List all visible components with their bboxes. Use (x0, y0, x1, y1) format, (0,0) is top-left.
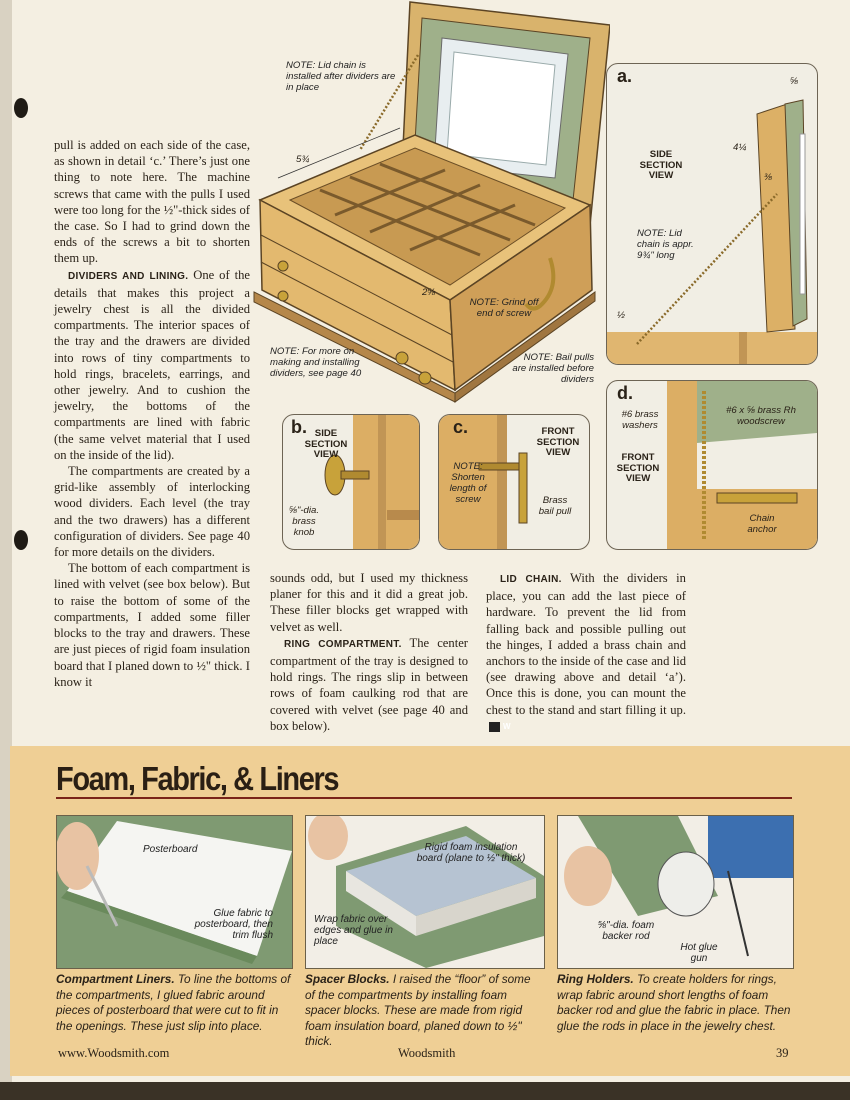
detail-a-dim-top: ⅝ (790, 76, 799, 87)
body-column-2: sounds odd, but I used my thickness plan… (270, 570, 468, 734)
body-column-1: pull is added on each side of the case, … (54, 137, 250, 690)
detail-d-title: FRONT SECTION VIEW (616, 452, 660, 484)
binder-hole-middle (14, 530, 28, 550)
detail-d-label-screw: #6 x ⅝ brass Rh woodscrew (726, 405, 796, 427)
note-making-dividers: NOTE: For more on making and installing … (270, 346, 362, 379)
caption-spacer-blocks: Spacer Blocks. I raised the “floor” of s… (305, 972, 541, 1050)
detail-b-title: SIDE SECTION VIEW (304, 428, 348, 460)
caption3-text: To create holders for rings, wrap fabric… (557, 972, 791, 1033)
detail-a-dim-small: ⅜ (764, 172, 773, 183)
detail-d-letter: d. (617, 383, 633, 403)
photo1-label-glue: Glue fabric to posterboard, then trim fl… (194, 908, 273, 941)
photo-spacer-blocks: Rigid foam insulation board (plane to ½"… (305, 815, 545, 969)
detail-a-dim-side: 4¼ (733, 142, 747, 153)
detail-c-note: NOTE: Shorten length of screw (449, 461, 487, 505)
photo-compartment-liners-image (57, 816, 292, 968)
jewelry-chest-illustration (253, 1, 610, 403)
detail-b-drawing (324, 415, 419, 549)
page-edge (0, 0, 12, 1100)
detail-d-label-anchor: Chain anchor (747, 513, 777, 535)
photo-ring-holders-image (558, 816, 793, 968)
text-ring-compartment: The center compartment of the tray is de… (270, 635, 468, 733)
detail-b-panel: b. SIDE SECTION VIEW ⅝"-dia. brass knob (282, 414, 420, 550)
photo-spacer-blocks-image (306, 816, 544, 968)
detail-a-dim-bottom: ½ (617, 310, 626, 321)
detail-d-drawing (667, 381, 817, 549)
photo-compartment-liners: Posterboard Glue fabric to posterboard, … (56, 815, 293, 969)
end-mark-icon: W (489, 721, 511, 732)
note-grind-screw: NOTE: Grind off end of screw (469, 297, 539, 319)
caption1-text: To line the bottoms of the compartments,… (56, 972, 291, 1033)
paragraph-velvet: The bottom of each compartment is lined … (54, 561, 250, 689)
detail-c-title: FRONT SECTION VIEW (536, 426, 580, 458)
detail-a-title: SIDE SECTION VIEW (639, 149, 683, 181)
detail-d-label-washers: #6 brass washers (621, 409, 659, 431)
footer-magazine: Woodsmith (398, 1046, 456, 1060)
dim-main-b: 2⅝ (422, 287, 436, 298)
detail-b-label: ⅝"-dia. brass knob (288, 505, 320, 538)
detail-c-letter: c. (453, 417, 469, 437)
paragraph-lid-chain: LID CHAIN. With the dividers in place, y… (486, 570, 686, 734)
photo1-label-posterboard: Posterboard (143, 844, 198, 855)
binder-hole-top (14, 98, 28, 118)
heading-lid-chain: LID CHAIN. (500, 574, 562, 585)
heading-dividers-lining: DIVIDERS AND LINING. (68, 270, 189, 282)
page-number: 39 (776, 1046, 789, 1060)
note-bail-pulls: NOTE: Bail pulls are installed before di… (512, 352, 594, 385)
sidebar-rule (56, 797, 792, 799)
body-column-3: LID CHAIN. With the dividers in place, y… (486, 570, 686, 734)
detail-c-panel: c. FRONT SECTION VIEW NOTE: Shorten leng… (438, 414, 590, 550)
dim-main-a: 5¾ (296, 154, 310, 165)
photo2-label-foam-board: Rigid foam insulation board (plane to ½"… (416, 842, 526, 864)
photo2-label-wrap: Wrap fabric over edges and glue in place (314, 914, 393, 947)
detail-a-panel: a. SIDE SECTION VIEW ⅝ 4¼ ⅜ ½ NOTE: Lid … (606, 63, 818, 365)
caption1-heading: Compartment Liners. (56, 972, 175, 986)
caption-ring-holders: Ring Holders. To create holders for ring… (557, 972, 793, 1034)
caption-compartment-liners: Compartment Liners. To line the bottoms … (56, 972, 292, 1034)
photo-ring-holders: ⅝"-dia. foam backer rod Hot glue gun (557, 815, 794, 969)
paragraph-grid: The compartments are created by a grid-l… (54, 464, 250, 560)
detail-c-drawing (439, 415, 528, 549)
caption2-heading: Spacer Blocks. (305, 972, 390, 986)
footer-url[interactable]: www.Woodsmith.com (58, 1046, 170, 1060)
photo3-label-glue-gun: Hot glue gun (680, 942, 718, 964)
detail-a-drawing (607, 99, 817, 364)
detail-d-panel: d. FRONT SECTION VIEW #6 brass washers #… (606, 380, 818, 550)
caption3-heading: Ring Holders. (557, 972, 634, 986)
caption2-text: I raised the “floor” of some of the comp… (305, 972, 531, 1048)
note-lid-chain: NOTE: Lid chain is installed after divid… (286, 60, 396, 93)
detail-a-note: NOTE: Lid chain is appr. 9¾" long (637, 228, 694, 261)
paragraph-planer: sounds odd, but I used my thickness plan… (270, 571, 468, 634)
photo3-label-backer-rod: ⅝"-dia. foam backer rod (597, 920, 655, 942)
page-bottom-edge (0, 1082, 850, 1100)
detail-b-letter: b. (291, 417, 307, 437)
detail-a-letter: a. (617, 66, 633, 86)
sidebar-title: Foam, Fabric, & Liners (56, 760, 340, 797)
paragraph-pull: pull is added on each side of the case, … (54, 138, 250, 266)
detail-c-label: Brass bail pull (538, 495, 572, 517)
paragraph-dividers: DIVIDERS AND LINING. One of the details … (54, 267, 250, 463)
text-dividers-lining: One of the details that makes this proje… (54, 267, 250, 462)
heading-ring-compartment: RING COMPARTMENT. (284, 638, 402, 650)
text-lid-chain: With the dividers in place, you can add … (486, 571, 686, 717)
paragraph-ring-compartment: RING COMPARTMENT. The center compartment… (270, 635, 468, 734)
